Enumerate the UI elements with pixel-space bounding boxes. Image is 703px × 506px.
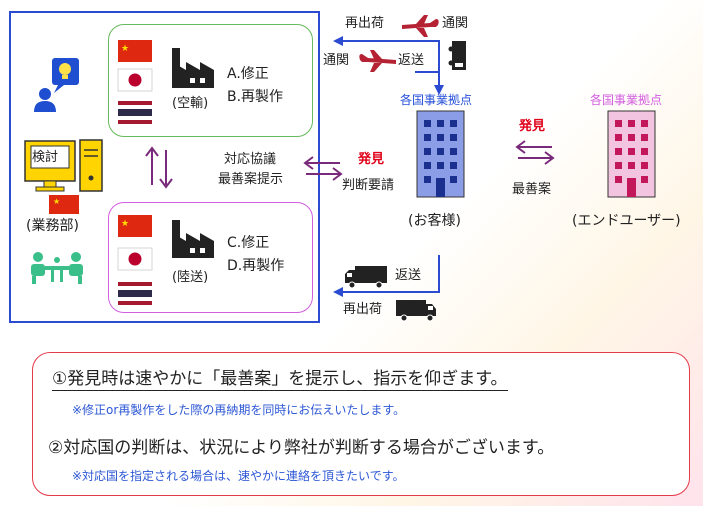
- customer-name: (お客様): [408, 213, 461, 229]
- consult-line2: 最善案提示: [218, 172, 284, 187]
- building-icon: [416, 110, 465, 198]
- air-flow-arrow: [333, 36, 440, 80]
- note1-main: ①発見時は速やかに「最善案」を提示し、指示を仰ぎます。: [52, 368, 508, 391]
- svg-text:★: ★: [121, 219, 129, 229]
- svg-text:★: ★: [121, 44, 129, 54]
- note2-main: ②対応国の判断は、状況により弊社が判断する場合がございます。: [48, 438, 555, 458]
- best-plan-label: 最善案: [512, 182, 552, 197]
- exchange-arrows-icon: [303, 156, 343, 181]
- truck-icon: [396, 300, 436, 322]
- svg-text:★: ★: [53, 197, 60, 206]
- internal-operations-frame: [9, 11, 320, 323]
- air-return-arrow: [415, 71, 444, 95]
- customer-header: 各国事業拠点: [400, 93, 473, 107]
- note1-sub: ※修正or再製作をした際の再納期を同時にお伝えいたします。: [72, 403, 406, 417]
- thailand-flag-icon: [118, 101, 152, 124]
- discovery-label-customer: 発見: [358, 152, 385, 167]
- land-item-c: C.修正: [227, 235, 270, 251]
- air-return-label: 返送: [398, 53, 425, 68]
- land-item-d: D.再製作: [227, 258, 285, 274]
- department-screen-label: 検討: [32, 150, 59, 165]
- factory-icon: [172, 48, 214, 88]
- end-user-header: 各国事業拠点: [590, 93, 663, 107]
- lightbulb-person-icon: [34, 58, 79, 112]
- air-customs-bottom-label: 通関: [323, 53, 350, 68]
- japan-flag-icon: [117, 247, 153, 271]
- thailand-flag-icon: [118, 282, 152, 305]
- air-item-a: A.修正: [227, 66, 269, 82]
- japan-flag-icon: [117, 68, 153, 92]
- land-flow-arrow: [333, 255, 440, 297]
- computer-icon: [24, 139, 103, 192]
- china-flag-icon: ★: [118, 40, 152, 62]
- building-icon: [607, 110, 656, 198]
- end-user-name: (エンドユーザー): [572, 213, 681, 229]
- land-transport-label: (陸送): [172, 270, 209, 285]
- department-name: (業務部): [26, 218, 79, 234]
- meeting-icon: [31, 252, 83, 284]
- land-reship-label: 再出荷: [343, 302, 383, 317]
- discovery-label-end-user: 発見: [519, 119, 546, 134]
- note2-sub: ※対応国を指定される場合は、速やかに連絡を頂きたいです。: [72, 469, 405, 483]
- exchange-arrows-icon: [515, 140, 555, 165]
- air-reship-label: 再出荷: [345, 16, 385, 31]
- notes-box: [32, 352, 690, 496]
- judgement-request-label: 判断要請: [342, 178, 395, 193]
- air-item-b: B.再製作: [227, 89, 284, 105]
- airplane-icon: [402, 15, 439, 37]
- factory-icon: [172, 220, 214, 258]
- truck-icon: [448, 41, 466, 70]
- consult-line1: 対応協議: [224, 152, 277, 167]
- air-transport-label: (空輸): [172, 96, 209, 111]
- land-return-label: 返送: [395, 268, 422, 283]
- air-customs-top-label: 通関: [442, 16, 469, 31]
- china-flag-icon: ★: [49, 195, 79, 214]
- truck-icon: [345, 266, 387, 289]
- airplane-icon: [359, 50, 396, 72]
- note1-main-text: ①発見時は速やかに「最善案」を提示し、指示を仰ぎます。: [52, 369, 508, 391]
- exchange-arrows-icon: [145, 146, 173, 189]
- china-flag-icon: ★: [118, 215, 152, 237]
